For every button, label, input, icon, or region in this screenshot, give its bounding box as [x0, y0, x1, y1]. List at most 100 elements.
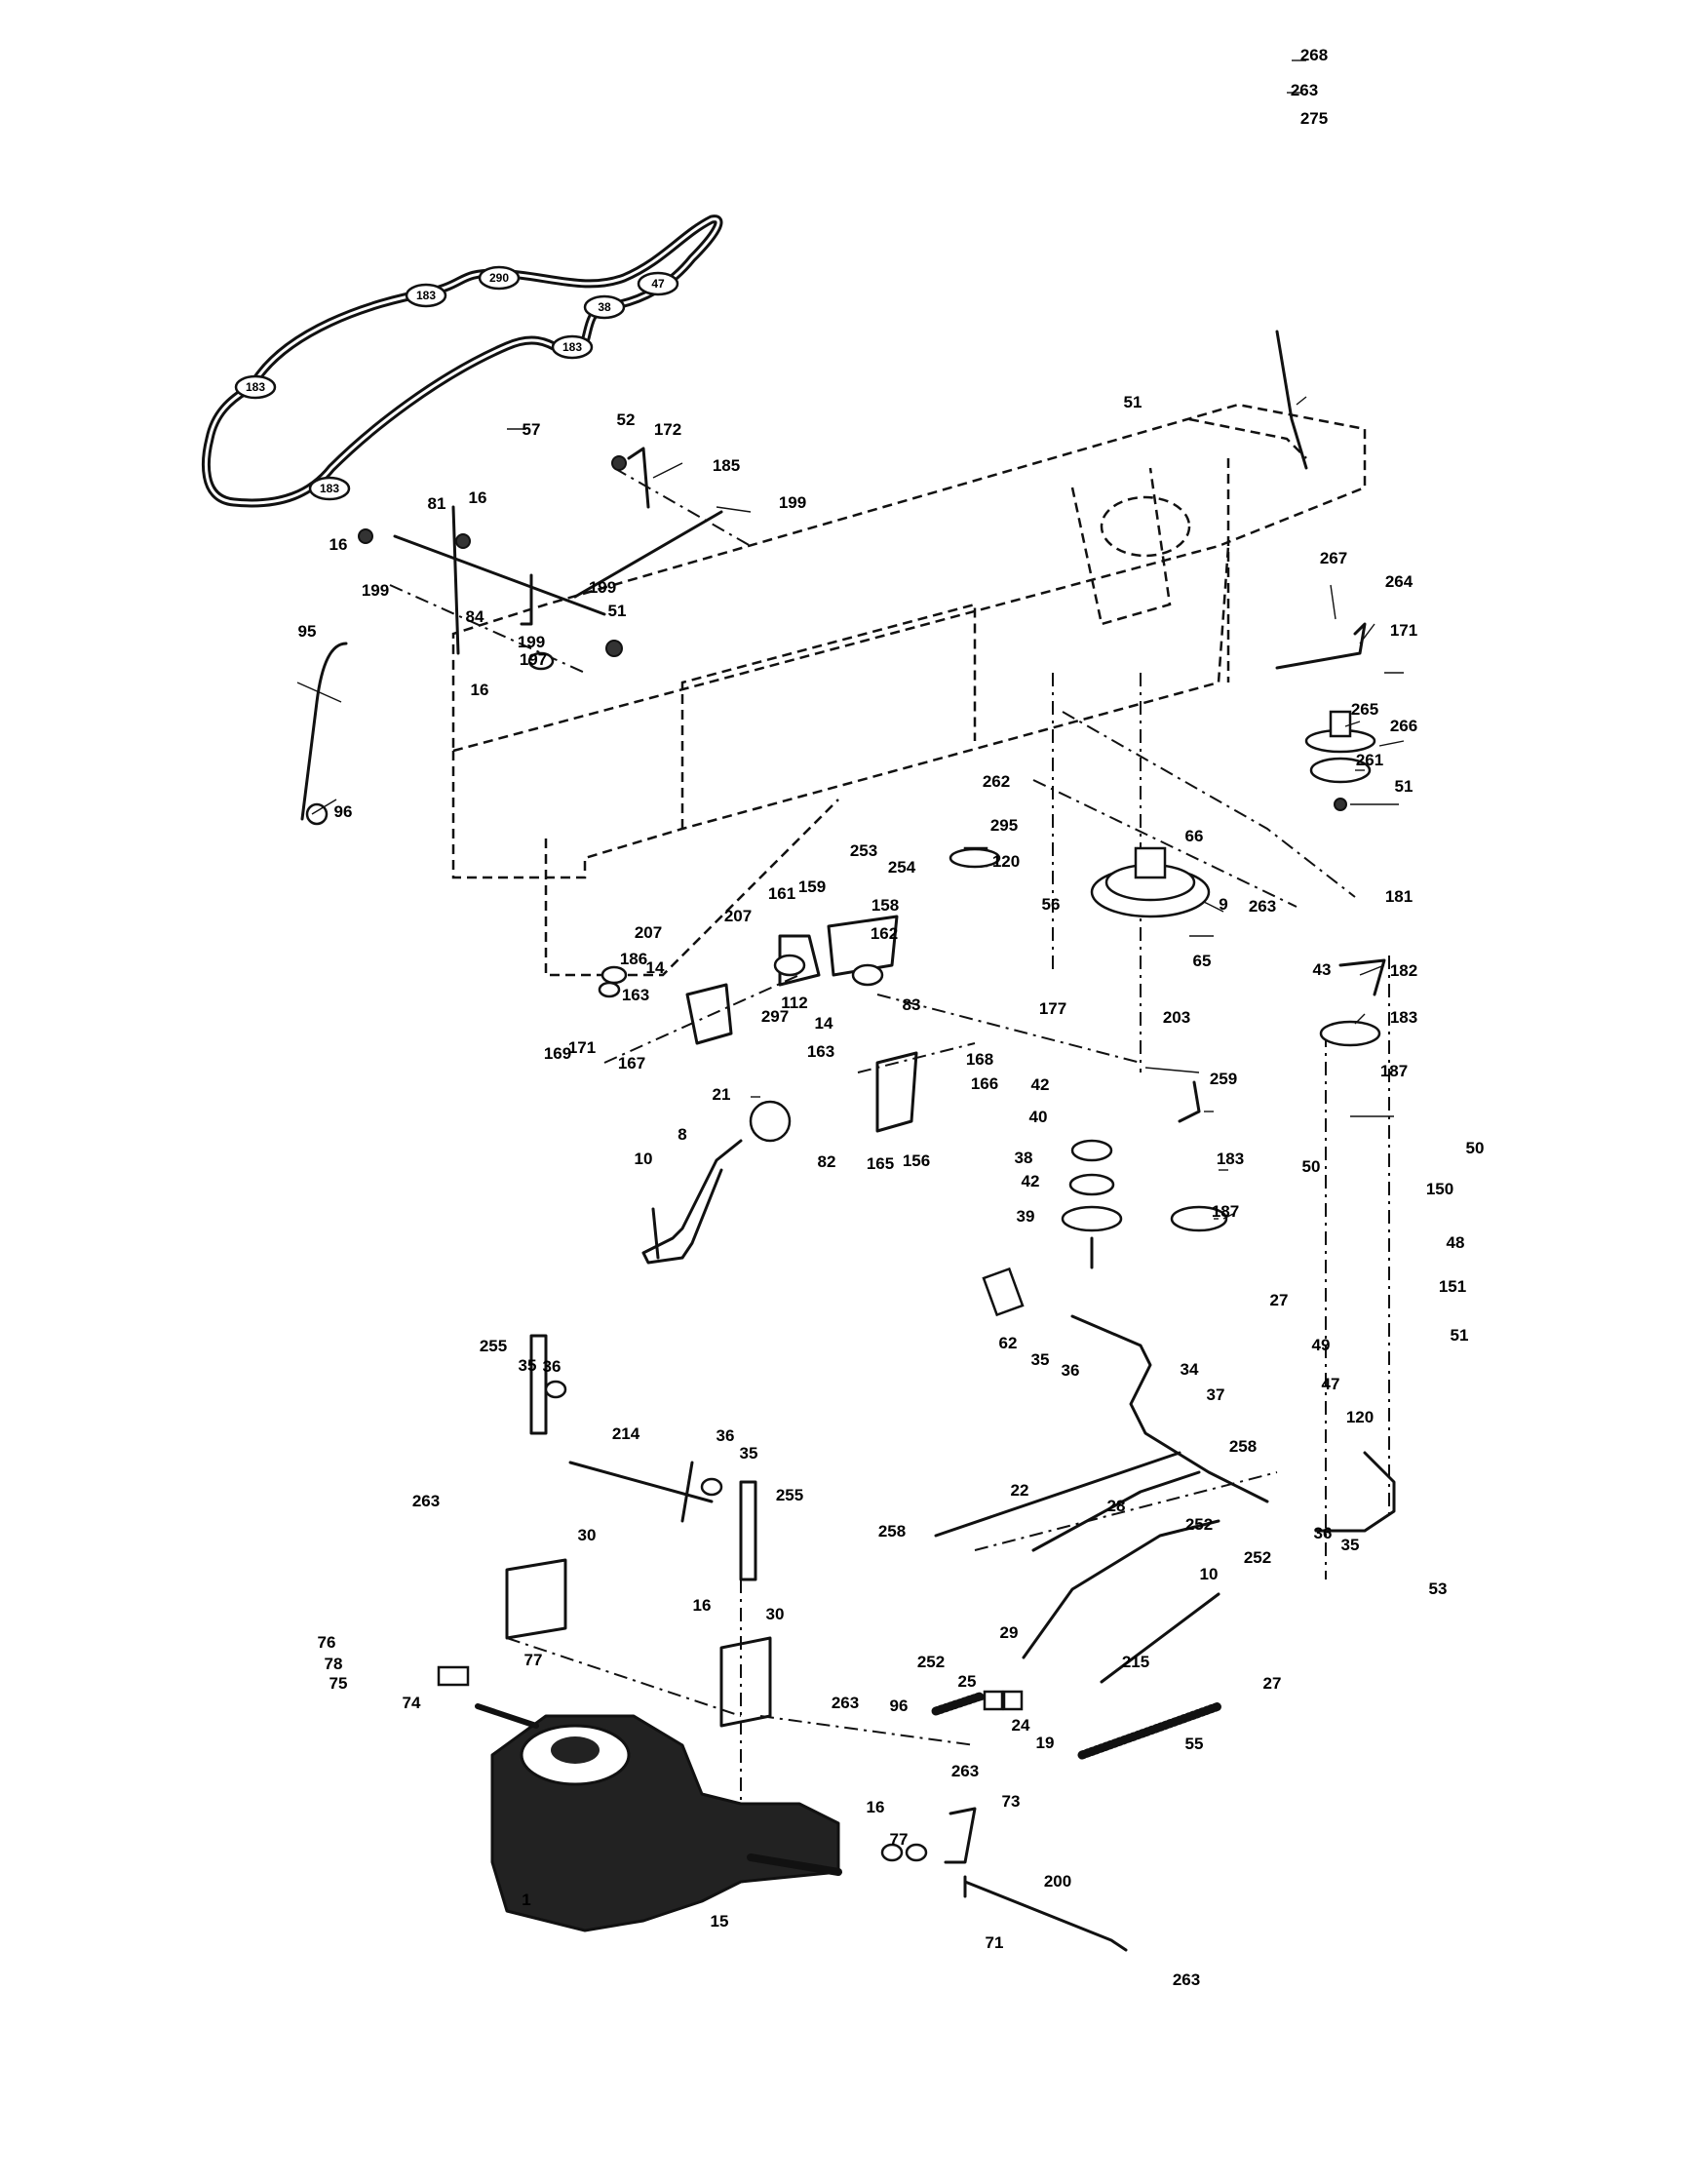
- part-label-34: 9: [1219, 895, 1227, 914]
- part-label-126: 19: [1036, 1734, 1055, 1752]
- part-label-101: 28: [1107, 1497, 1126, 1515]
- part-label-100: 22: [1011, 1481, 1029, 1500]
- part-label-6: 185: [713, 456, 740, 475]
- part-label-40: 183: [1390, 1008, 1417, 1027]
- part-label-10: 16: [329, 535, 348, 554]
- part-label-58: 167: [618, 1054, 645, 1072]
- part-label-124: 96: [890, 1696, 909, 1715]
- part-label-71: 21: [713, 1085, 731, 1104]
- part-label-107: 258: [878, 1522, 906, 1540]
- part-label-78: 50: [1466, 1139, 1485, 1157]
- part-label-64: 42: [1031, 1075, 1050, 1094]
- part-label-33: 56: [1042, 895, 1061, 914]
- part-label-119: 215: [1122, 1653, 1149, 1671]
- part-label-122: 252: [917, 1653, 945, 1671]
- belt-pulley-badge-3: [308, 476, 351, 501]
- part-label-84: 35: [1031, 1350, 1050, 1369]
- part-label-104: 35: [1341, 1536, 1360, 1554]
- part-label-113: 30: [766, 1605, 785, 1623]
- part-label-83: 62: [999, 1334, 1018, 1352]
- part-label-26: 51: [1395, 777, 1414, 796]
- part-label-39: 182: [1390, 961, 1417, 980]
- part-label-134: 15: [711, 1912, 729, 1930]
- part-label-5: 172: [654, 420, 681, 439]
- part-label-1: 263: [1291, 81, 1318, 99]
- part-label-108: 10: [1200, 1565, 1219, 1583]
- part-label-98: 255: [776, 1486, 803, 1504]
- part-label-117: 77: [524, 1651, 543, 1669]
- belt-pulley-badge-4: [478, 265, 521, 291]
- part-label-123: 25: [958, 1672, 977, 1691]
- part-label-68: 39: [1017, 1207, 1035, 1226]
- part-label-0: 268: [1300, 46, 1328, 64]
- part-label-106: 30: [578, 1526, 597, 1544]
- part-label-49: 14: [646, 958, 665, 977]
- part-label-61: 259: [1210, 1070, 1237, 1088]
- part-label-8: 81: [428, 494, 446, 513]
- part-label-129: 73: [1002, 1792, 1021, 1811]
- part-label-9: 16: [469, 488, 487, 507]
- part-label-81: 27: [1270, 1291, 1289, 1309]
- part-label-70: 187: [1212, 1202, 1239, 1221]
- part-label-47: 207: [635, 923, 662, 942]
- part-label-44: 158: [871, 896, 899, 915]
- part-label-74: 156: [903, 1151, 930, 1170]
- part-label-89: 51: [1451, 1326, 1469, 1345]
- belt-pulley-badge-0: [234, 374, 277, 400]
- part-label-43: 159: [798, 878, 826, 896]
- part-label-135: 71: [986, 1933, 1004, 1952]
- part-label-29: 120: [992, 852, 1020, 871]
- part-label-85: 36: [1062, 1361, 1080, 1380]
- part-label-75: 8: [678, 1125, 686, 1144]
- part-label-79: 150: [1426, 1180, 1453, 1198]
- part-label-125: 24: [1012, 1716, 1030, 1735]
- part-label-111: 29: [1000, 1623, 1019, 1642]
- part-label-27: 262: [983, 772, 1010, 791]
- belt-pulley-label-0: 183: [246, 380, 265, 394]
- part-label-112: 16: [693, 1596, 712, 1615]
- part-label-21: 264: [1385, 572, 1414, 591]
- part-label-22: 171: [1390, 621, 1417, 640]
- part-label-24: 266: [1390, 717, 1417, 735]
- part-label-103: 36: [1314, 1524, 1333, 1542]
- shift-lever-assembly: [641, 1100, 792, 1265]
- part-label-127: 55: [1185, 1735, 1204, 1753]
- part-label-99: 258: [1229, 1437, 1257, 1456]
- part-label-13: 199: [518, 633, 545, 651]
- part-label-67: 42: [1022, 1172, 1040, 1190]
- part-label-121: 263: [832, 1694, 859, 1712]
- tractor-frame: [451, 403, 1367, 977]
- part-label-87: 49: [1312, 1336, 1331, 1354]
- belt-pulley-label-3: 183: [320, 482, 339, 495]
- belt-pulley-label-6: 47: [651, 277, 665, 291]
- part-label-133: 1: [522, 1891, 530, 1909]
- transaxle: [437, 1665, 842, 1932]
- leader-lines: [296, 59, 1405, 1220]
- part-label-4: 52: [617, 410, 636, 429]
- part-label-55: 297: [761, 1007, 789, 1026]
- part-label-36: 181: [1385, 887, 1413, 906]
- assembly-lines: [389, 467, 1390, 1833]
- part-label-38: 43: [1313, 960, 1332, 979]
- part-label-91: 120: [1346, 1408, 1374, 1426]
- part-label-105: 263: [412, 1492, 440, 1510]
- part-label-73: 165: [867, 1154, 894, 1173]
- belt-pulley-label-2: 183: [416, 289, 436, 302]
- part-label-41: 187: [1380, 1062, 1408, 1080]
- part-label-130: 16: [867, 1798, 885, 1816]
- part-label-136: 263: [1173, 1970, 1200, 1989]
- part-label-88: 47: [1322, 1375, 1340, 1393]
- part-label-131: 77: [890, 1830, 909, 1849]
- part-label-19: 96: [334, 802, 353, 821]
- part-label-16: 197: [520, 650, 547, 669]
- rear-brackets: [505, 1334, 772, 1728]
- part-label-42: 161: [768, 884, 795, 903]
- belt-pulley-badge-2: [405, 283, 447, 308]
- part-label-53: 163: [622, 986, 649, 1004]
- part-label-92: 255: [480, 1337, 507, 1355]
- part-label-95: 214: [612, 1424, 640, 1443]
